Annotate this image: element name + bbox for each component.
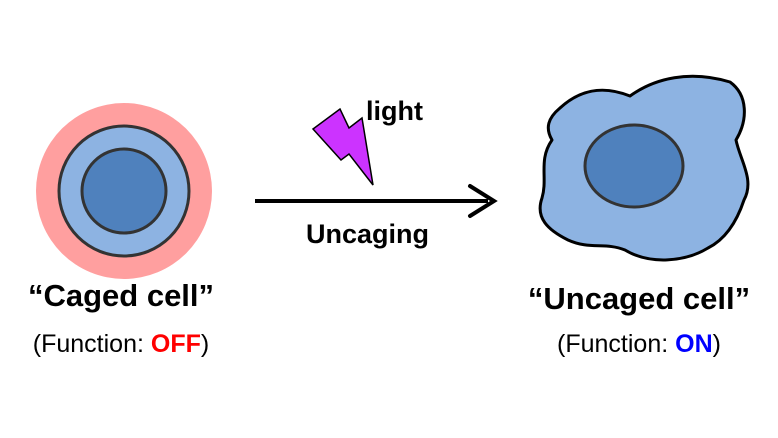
caged-cell bbox=[36, 103, 212, 279]
caged-status-prefix: (Function: bbox=[32, 330, 151, 358]
uncaged-status-value: ON bbox=[675, 330, 713, 358]
uncaged-cell-status: (Function: ON) bbox=[508, 330, 770, 359]
uncaged-cell-title: “Uncaged cell” bbox=[527, 281, 751, 316]
arrow-head bbox=[468, 184, 498, 218]
caged-cell-status: (Function: OFF) bbox=[2, 330, 240, 359]
caged-cell-title: “Caged cell” bbox=[27, 278, 215, 313]
uncaged-cell bbox=[538, 74, 750, 262]
uncaged-status-suffix: ) bbox=[712, 330, 721, 358]
uncaged-status-prefix: (Function: bbox=[557, 330, 676, 358]
light-label: light bbox=[366, 96, 423, 126]
lightning-bolt-icon bbox=[311, 107, 374, 186]
caged-nucleus bbox=[80, 147, 168, 235]
caged-status-suffix: ) bbox=[200, 330, 210, 358]
uncaged-nucleus bbox=[583, 123, 685, 209]
caged-status-value: OFF bbox=[150, 330, 201, 358]
uncaging-label: Uncaging bbox=[306, 219, 430, 249]
uncaging-arrow bbox=[255, 184, 498, 218]
